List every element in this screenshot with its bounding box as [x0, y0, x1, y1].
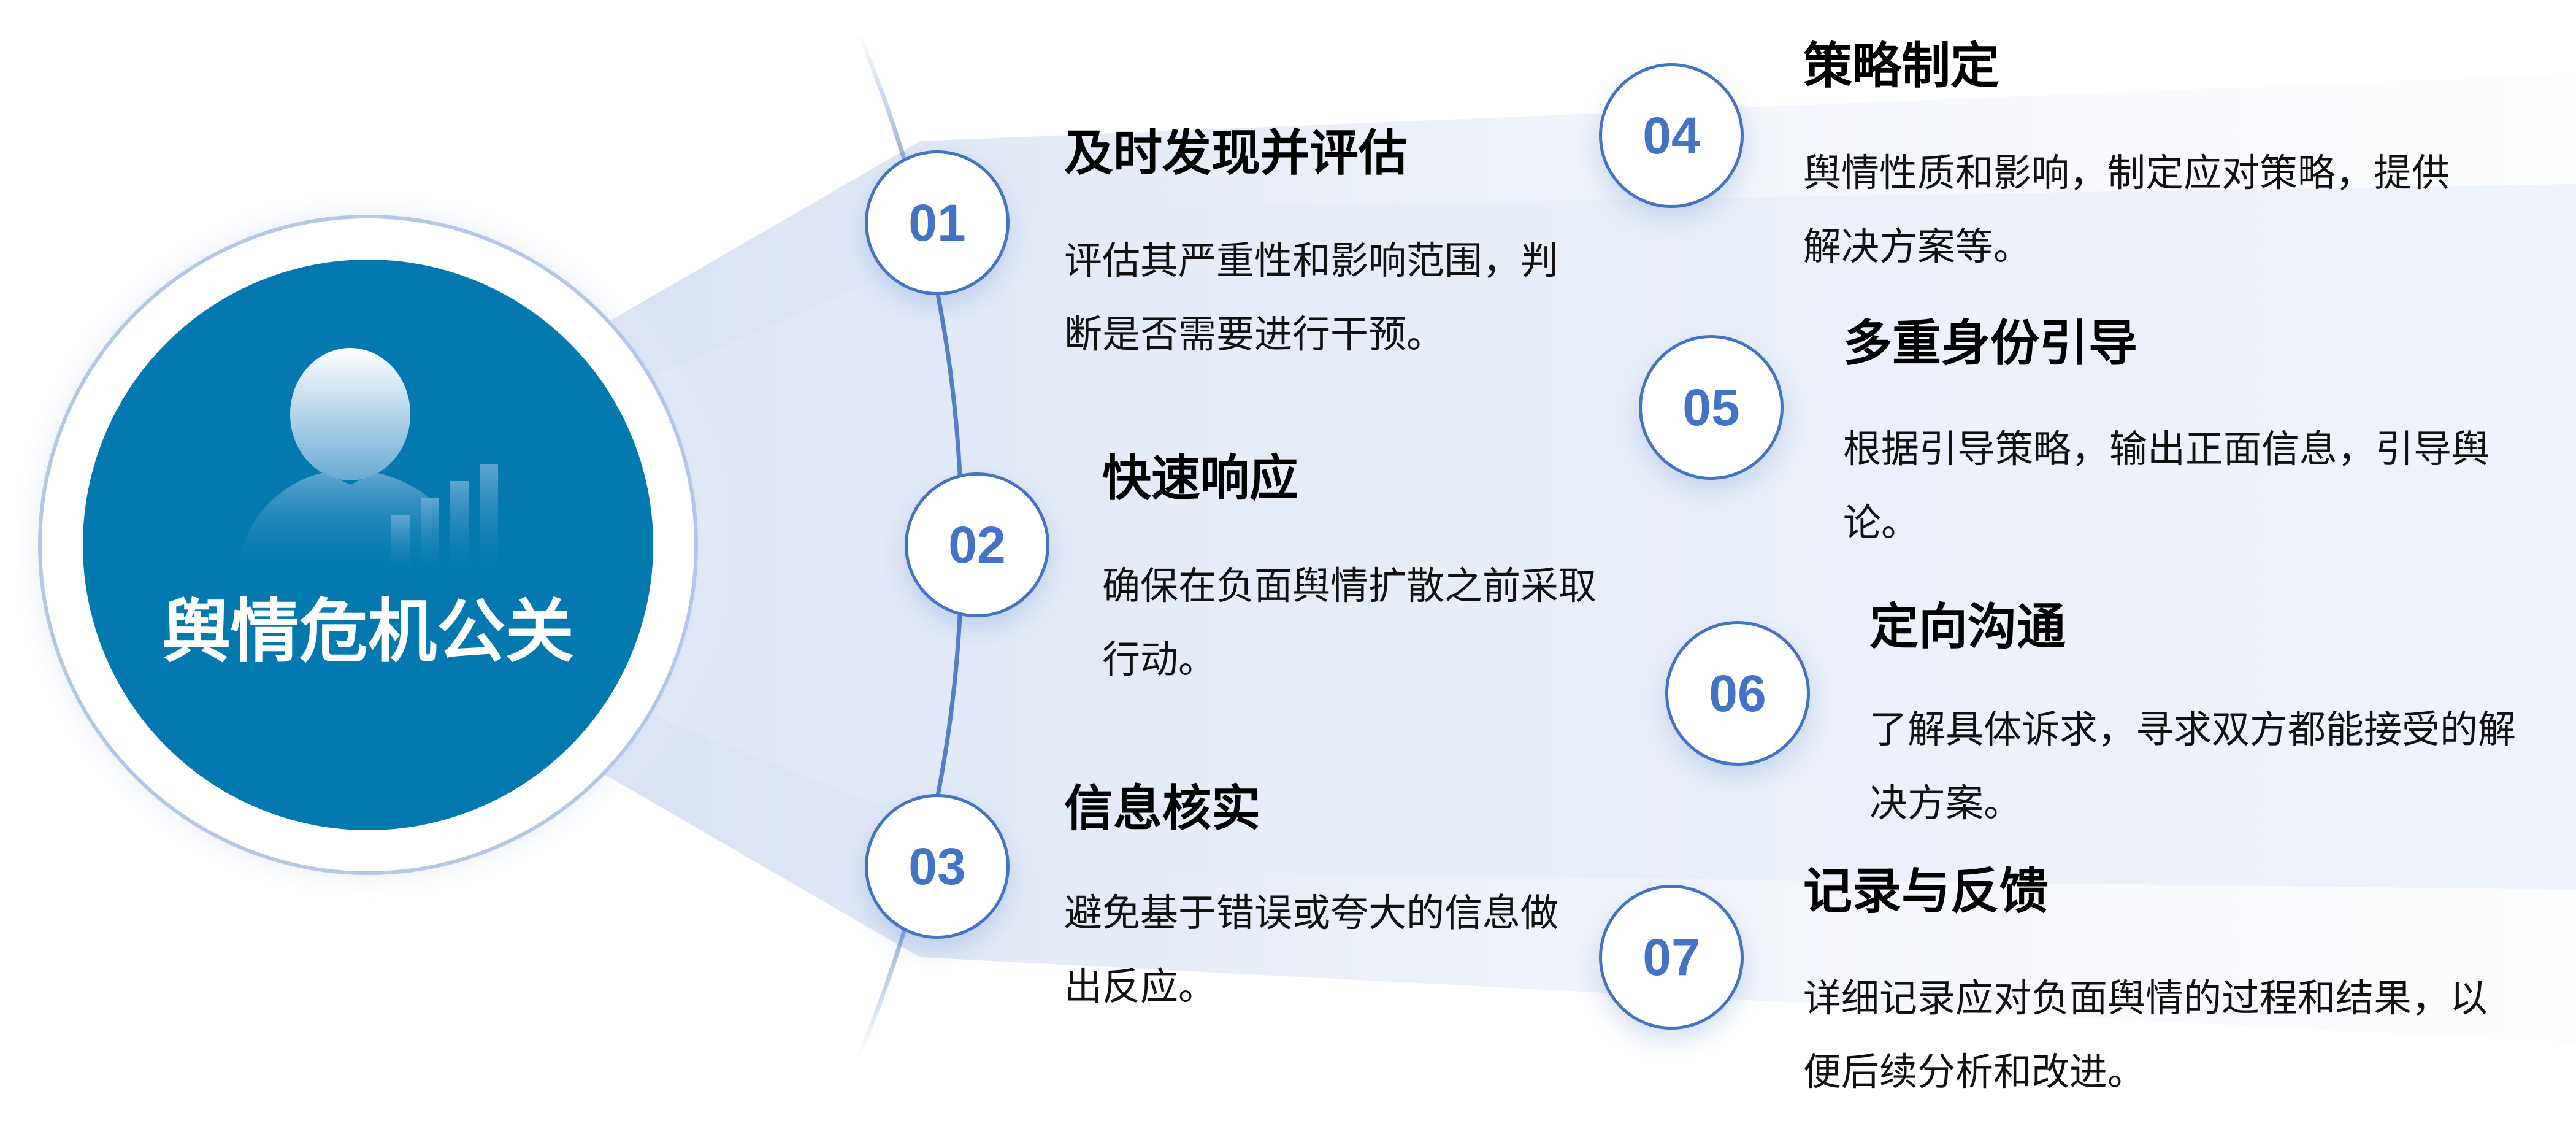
- step-title-03: 信息核实: [1064, 780, 1260, 837]
- step-number-05: 05: [1639, 335, 1784, 480]
- step-title-07: 记录与反馈: [1803, 863, 2049, 920]
- step-desc-04: 舆情性质和影响，制定应对策略，提供解决方案等。: [1803, 150, 2450, 269]
- step-title-02: 快速响应: [1102, 450, 1298, 507]
- step-number-02: 02: [905, 472, 1049, 617]
- step-desc-01: 评估其严重性和影响范围，判断是否需要进行干预。: [1064, 238, 1559, 357]
- center-title: 舆情危机公关: [162, 592, 574, 672]
- step-title-05: 多重身份引导: [1843, 315, 2137, 372]
- step-number-07: 07: [1599, 885, 1744, 1030]
- step-desc-07: 详细记录应对负面舆情的过程和结果，以便后续分析和改进。: [1803, 976, 2488, 1094]
- step-desc-05: 根据引导策略，输出正面信息，引导舆论。: [1843, 426, 2490, 545]
- step-title-04: 策略制定: [1803, 37, 1999, 94]
- step-number-01: 01: [865, 150, 1010, 295]
- step-number-04: 04: [1599, 63, 1744, 208]
- step-desc-06: 了解具体诉求，寻求双方都能接受的解决方案。: [1869, 707, 2517, 825]
- step-desc-02: 确保在负面舆情扩散之前采取行动。: [1102, 563, 1597, 682]
- step-title-01: 及时发现并评估: [1064, 125, 1408, 182]
- ray-band-inner: [644, 184, 2576, 890]
- businessman-chart-icon: [239, 348, 498, 571]
- step-number-06: 06: [1665, 621, 1810, 766]
- step-desc-03: 避免基于错误或夸大的信息做出反应。: [1064, 890, 1559, 1009]
- step-title-06: 定向沟通: [1869, 598, 2066, 655]
- step-number-03: 03: [865, 794, 1010, 939]
